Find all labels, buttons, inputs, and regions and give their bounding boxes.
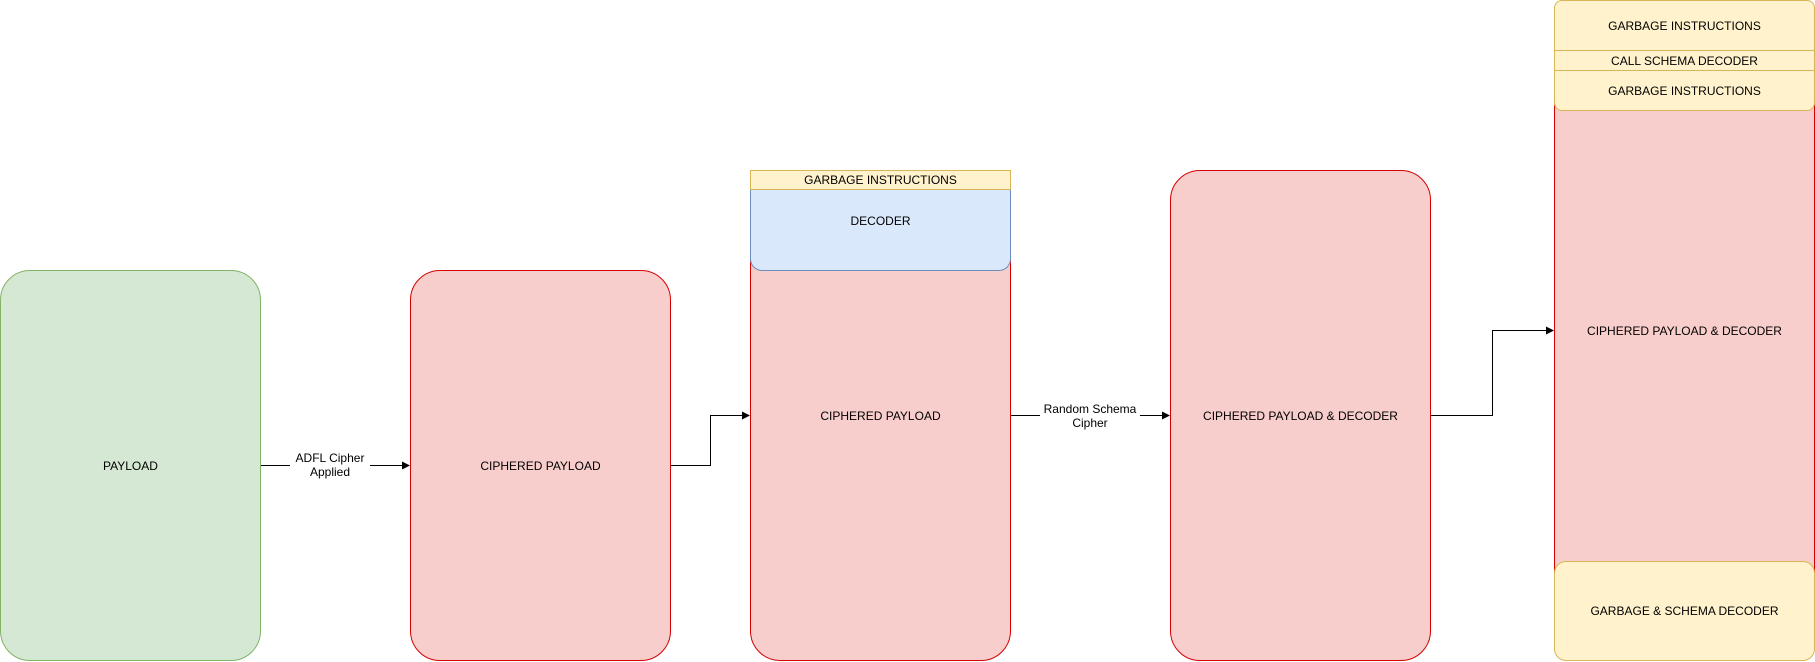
- call-schema-decoder-box: CALL SCHEMA DECODER: [1554, 50, 1815, 71]
- random-schema-cipher-label: Random Schema Cipher: [1040, 402, 1140, 430]
- garbage-schema-decoder-box: GARBAGE & SCHEMA DECODER: [1554, 561, 1815, 661]
- arrow-ciphered-decoder-to-final: [1431, 326, 1554, 416]
- ciphered-payload-decoder-box: CIPHERED PAYLOAD & DECODER: [1170, 170, 1431, 661]
- ciphered-payload-label: CIPHERED PAYLOAD: [820, 409, 941, 423]
- decoder-label: DECODER: [850, 214, 911, 228]
- call-schema-decoder-label: CALL SCHEMA DECODER: [1611, 53, 1758, 68]
- garbage-schema-decoder-label: GARBAGE & SCHEMA DECODER: [1590, 604, 1779, 618]
- garbage-instructions-upper-label: GARBAGE INSTRUCTIONS: [1608, 18, 1761, 33]
- decoder-box: DECODER: [750, 188, 1011, 271]
- adfl-cipher-label: ADFL Cipher Applied: [290, 451, 370, 479]
- garbage-instructions-lower-box: GARBAGE INSTRUCTIONS: [1554, 70, 1815, 111]
- garbage-instructions-lower-label: GARBAGE INSTRUCTIONS: [1608, 83, 1761, 98]
- ciphered-payload-decoder-label: CIPHERED PAYLOAD & DECODER: [1203, 408, 1398, 423]
- garbage-instructions-upper-box: GARBAGE INSTRUCTIONS: [1554, 0, 1815, 51]
- ciphered-payload-box: CIPHERED PAYLOAD: [410, 270, 671, 661]
- arrow-ciphered-to-decoder-stage: [671, 411, 750, 466]
- payload-label: PAYLOAD: [103, 458, 158, 473]
- ciphered-payload-label: CIPHERED PAYLOAD: [480, 458, 601, 473]
- final-ciphered-payload-decoder-label: CIPHERED PAYLOAD & DECODER: [1587, 324, 1782, 338]
- garbage-instructions-box: GARBAGE INSTRUCTIONS: [750, 170, 1011, 190]
- payload-box: PAYLOAD: [0, 270, 261, 661]
- garbage-instructions-label: GARBAGE INSTRUCTIONS: [804, 173, 957, 187]
